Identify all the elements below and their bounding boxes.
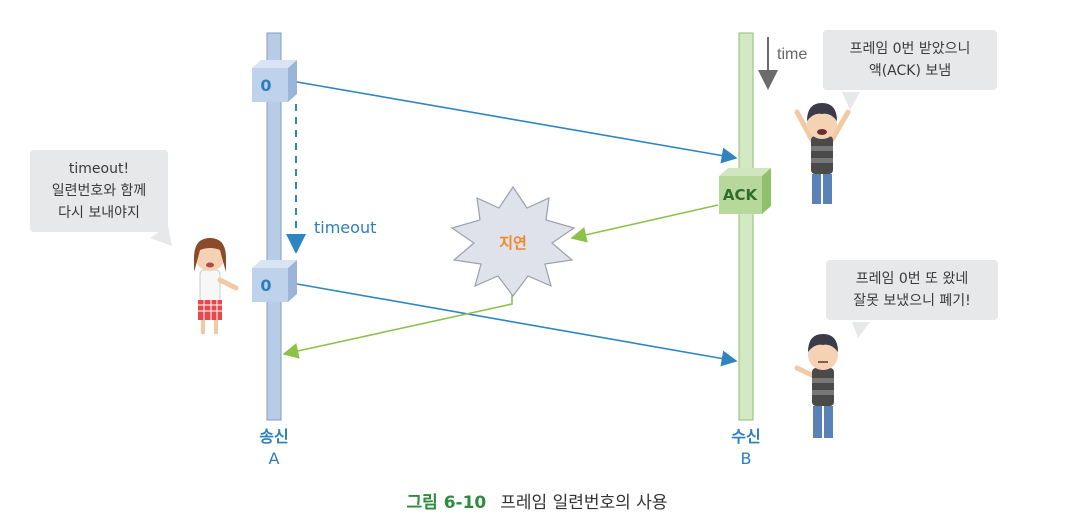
bubble-receiver-top: 프레임 0번 받았으니 액(ACK) 보냄	[823, 30, 997, 90]
protocol-diagram: time 0 0 timeout ACK	[150, 32, 870, 468]
bubble-receiver-bottom-line-1: 프레임 0번 또 왔네	[855, 271, 969, 287]
bubble-sender-line-1: timeout!	[68, 161, 130, 177]
ack-label: ACK	[723, 186, 759, 204]
frame-label-second: 0	[260, 276, 271, 295]
bubble-sender-line-3: 다시 보내야지	[58, 205, 140, 221]
figure-number: 그림 6-10	[406, 493, 487, 513]
bubble-receiver-bottom-line-2: 잘못 보냈으니 폐기!	[853, 293, 971, 309]
frame-arrow-first	[296, 81, 738, 164]
bubble-sender-line-2: 일련번호와 함께	[51, 183, 147, 199]
bubble-tail-receiver-top	[842, 92, 860, 110]
receiver-timeline	[738, 32, 754, 421]
sender-sub: A	[269, 449, 280, 468]
sender-timeline	[266, 32, 282, 421]
frame-arrow-second	[296, 283, 738, 367]
frame-box-first: 0	[252, 60, 297, 102]
delay-label: 지연	[499, 234, 527, 252]
ack-arrow-to-sender	[282, 282, 513, 359]
figure-caption: 그림 6-10 프레임 일련번호의 사용	[0, 488, 1074, 513]
bubble-sender-timeout: timeout! 일련번호와 함께 다시 보내야지	[30, 150, 168, 232]
delay-burst	[450, 185, 576, 297]
person-icon	[194, 238, 239, 334]
bubble-receiver-top-line-2: 액(ACK) 보냄	[868, 63, 952, 79]
ack-box: ACK	[719, 168, 771, 214]
bubble-receiver-bottom: 프레임 0번 또 왔네 잘못 보냈으니 폐기!	[826, 260, 998, 320]
frame-box-second: 0	[252, 260, 297, 302]
sender-title: 송신	[259, 427, 288, 446]
frame-label-first: 0	[260, 76, 271, 95]
person-icon	[794, 103, 851, 204]
person-icon	[794, 334, 838, 438]
bubble-receiver-top-line-1: 프레임 0번 받았으니	[849, 41, 971, 57]
time-label: time	[777, 46, 807, 63]
receiver-sub: B	[741, 449, 752, 468]
timeout-label: timeout	[314, 218, 376, 237]
figure-title: 프레임 일련번호의 사용	[500, 493, 668, 513]
receiver-title: 수신	[731, 427, 760, 446]
bubble-tail-receiver-bottom	[852, 322, 870, 338]
ack-arrow-to-delay	[570, 204, 719, 243]
